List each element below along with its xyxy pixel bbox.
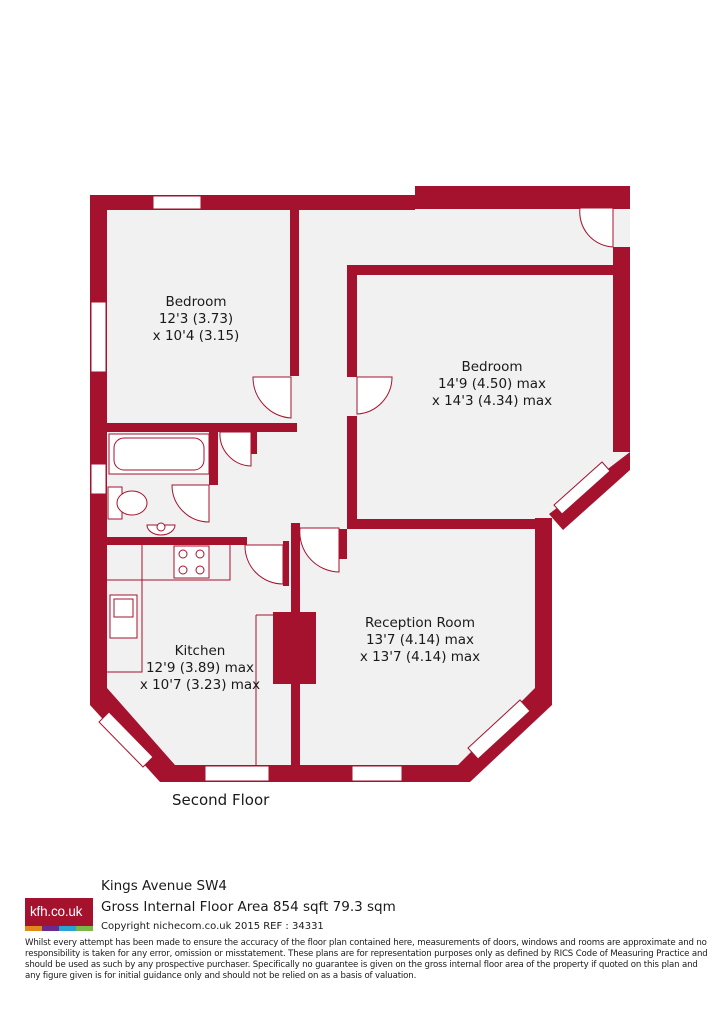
room-name: Bedroom xyxy=(165,294,226,310)
floor-area xyxy=(90,186,630,782)
room-dims: 12'9 (3.89) max xyxy=(146,660,254,676)
room-name: Kitchen xyxy=(175,643,226,659)
room-name: Bedroom xyxy=(461,359,522,375)
room-dims: x 14'3 (4.34) max xyxy=(432,393,552,409)
windows xyxy=(90,195,611,782)
fixtures xyxy=(107,433,273,765)
room-dims: 14'9 (4.50) max xyxy=(438,376,546,392)
floor-area-text: Gross Internal Floor Area 854 sqft 79.3 … xyxy=(101,899,396,915)
room-dims: x 13'7 (4.14) max xyxy=(360,649,480,665)
property-title: Kings Avenue SW4 xyxy=(101,878,228,894)
hob xyxy=(173,545,210,579)
room-labels: Bedroom 12'3 (3.73) x 10'4 (3.15) Bedroo… xyxy=(140,294,552,693)
room-dims: x 10'7 (3.23) max xyxy=(140,677,260,693)
disclaimer: Whilst every attempt has been made to en… xyxy=(25,938,708,981)
floor-label: Second Floor xyxy=(172,791,270,809)
room-dims: x 10'4 (3.15) xyxy=(153,328,240,344)
room-name: Reception Room xyxy=(365,615,475,631)
doors xyxy=(171,207,614,585)
room-dims: 12'3 (3.73) xyxy=(159,311,233,327)
logo-color-bar xyxy=(25,926,93,931)
room-dims: 13'7 (4.14) max xyxy=(366,632,474,648)
logo-text: kfh.co.uk xyxy=(30,904,83,919)
brand-logo: kfh.co.uk xyxy=(25,898,93,931)
copyright: Copyright nichecom.co.uk 2015 REF : 3433… xyxy=(101,921,324,932)
